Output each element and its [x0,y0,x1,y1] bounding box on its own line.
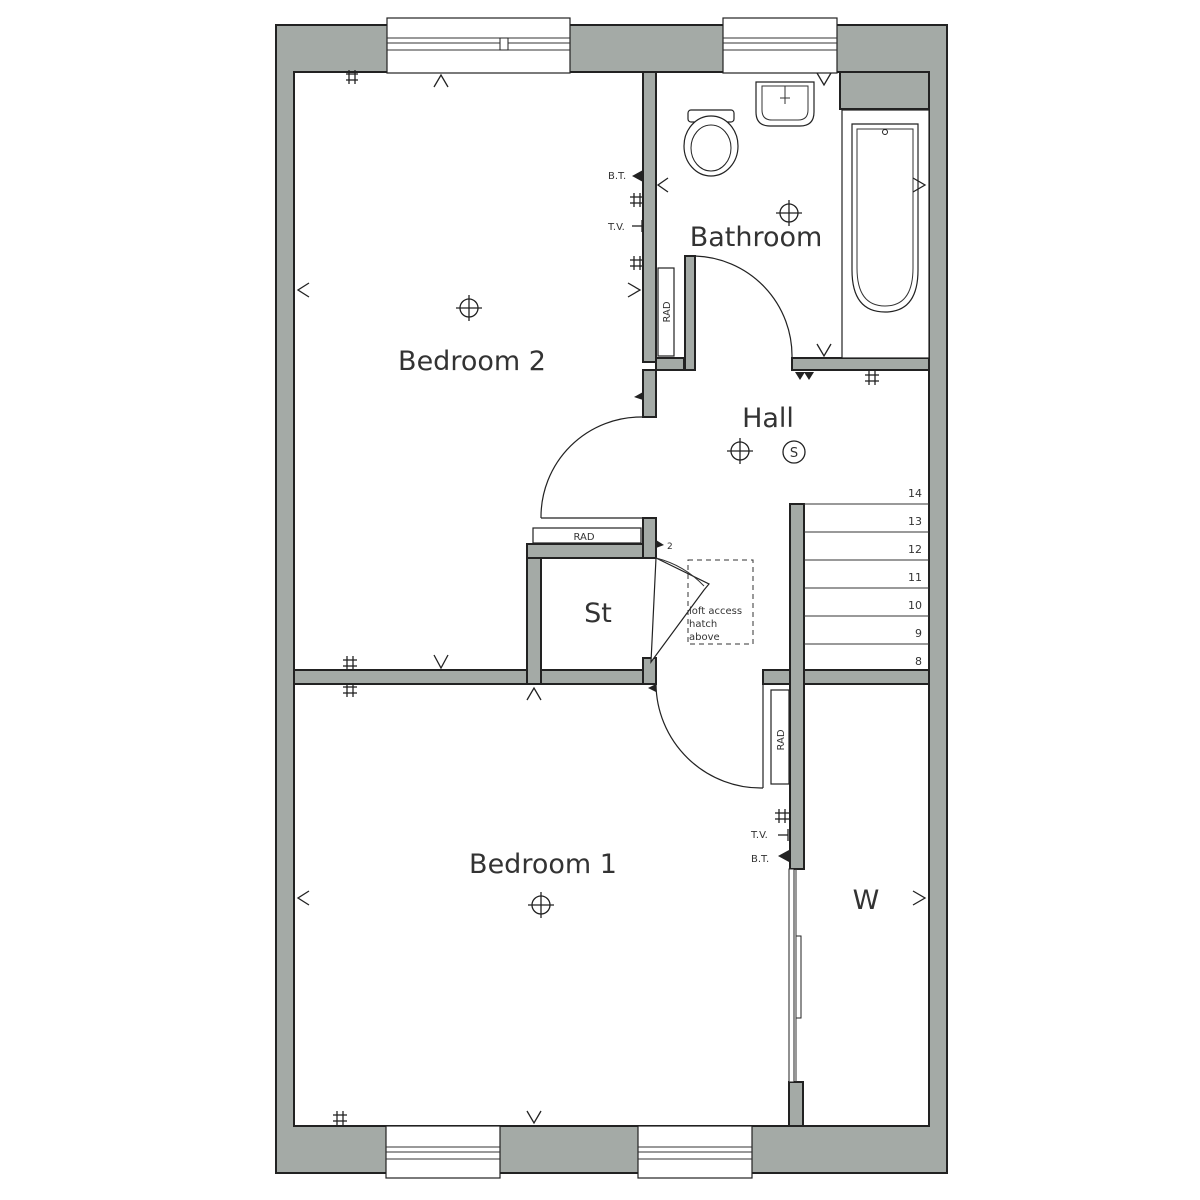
radiator-icon: RAD [657,267,675,357]
loft-label-line3: above [689,632,720,643]
room-label-bedroom-1: Bedroom 1 [469,849,617,880]
bath-icon [841,109,930,359]
loft-hatch: loft access hatch above [687,559,754,645]
svg-text:B.T.: B.T. [608,171,626,182]
switch-icon: 2 [634,372,814,692]
svg-text:S: S [790,446,798,461]
ceiling-light-icon [528,892,554,918]
window-icon [385,1125,501,1179]
room-label-store: St [584,598,612,629]
window-icon [722,17,838,74]
step-number: 10 [908,599,922,612]
door-swing-icon [540,416,644,519]
rad-label: RAD [776,729,787,750]
svg-text:2: 2 [667,542,673,552]
basin-icon [755,81,815,127]
tv-point-icon: T.V. [750,829,789,841]
room-label-bathroom: Bathroom [690,222,823,253]
step-number: 13 [908,515,922,528]
loft-label-line2: hatch [689,619,717,630]
chevron-markers [296,72,927,1125]
step-number: 8 [915,655,922,668]
bt-point-icon: B.T. [608,170,643,182]
room-label-wardrobe: W [853,885,880,916]
window-icon [637,1125,753,1179]
bathroom-corner-wall [839,71,930,110]
bt-point-icon: B.T. [751,850,789,865]
smoke-detector-icon: S [782,440,806,464]
toilet-icon [683,109,739,177]
ceiling-light-icon [456,295,482,321]
rad-label: RAD [662,301,673,322]
svg-text:T.V.: T.V. [607,222,625,233]
door-swing-icon [650,557,710,664]
step-number: 11 [908,571,922,584]
tv-point-icon: T.V. [607,220,643,233]
ceiling-light-icon [727,438,753,464]
window-icon [386,17,571,74]
wardrobe-doors [788,868,802,1083]
radiator-icon: RAD [770,689,790,785]
socket-icon [333,70,879,1125]
step-number: 12 [908,543,922,556]
rad-label: RAD [573,532,594,543]
interior-walls [293,71,930,1127]
ceiling-light-icon [776,200,802,226]
step-number: 14 [908,487,922,500]
loft-label-line1: loft access [689,606,742,617]
room-label-hall: Hall [742,403,794,434]
door-swing-icon [694,255,793,362]
svg-text:B.T.: B.T. [751,854,769,865]
door-swing-icon [655,683,764,789]
step-number: 9 [915,627,922,640]
room-label-bedroom-2: Bedroom 2 [398,346,546,377]
radiator-icon: RAD [532,527,642,544]
staircase: 14 13 12 11 10 9 8 [804,487,929,668]
svg-text:T.V.: T.V. [750,830,768,841]
